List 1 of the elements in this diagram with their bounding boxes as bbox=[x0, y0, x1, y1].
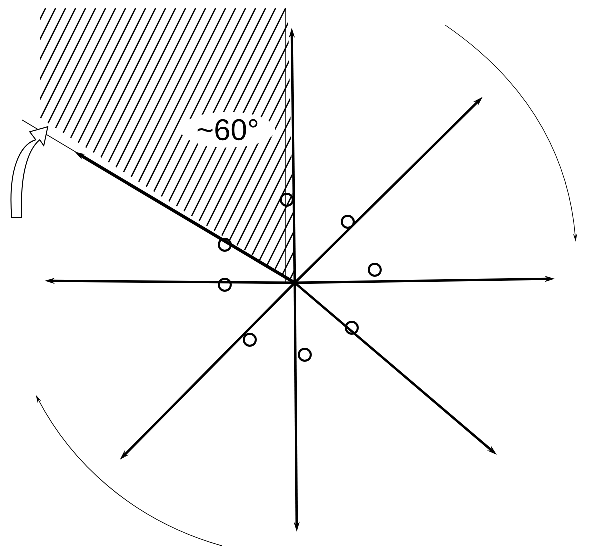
angle-label: ~60° bbox=[180, 112, 276, 148]
